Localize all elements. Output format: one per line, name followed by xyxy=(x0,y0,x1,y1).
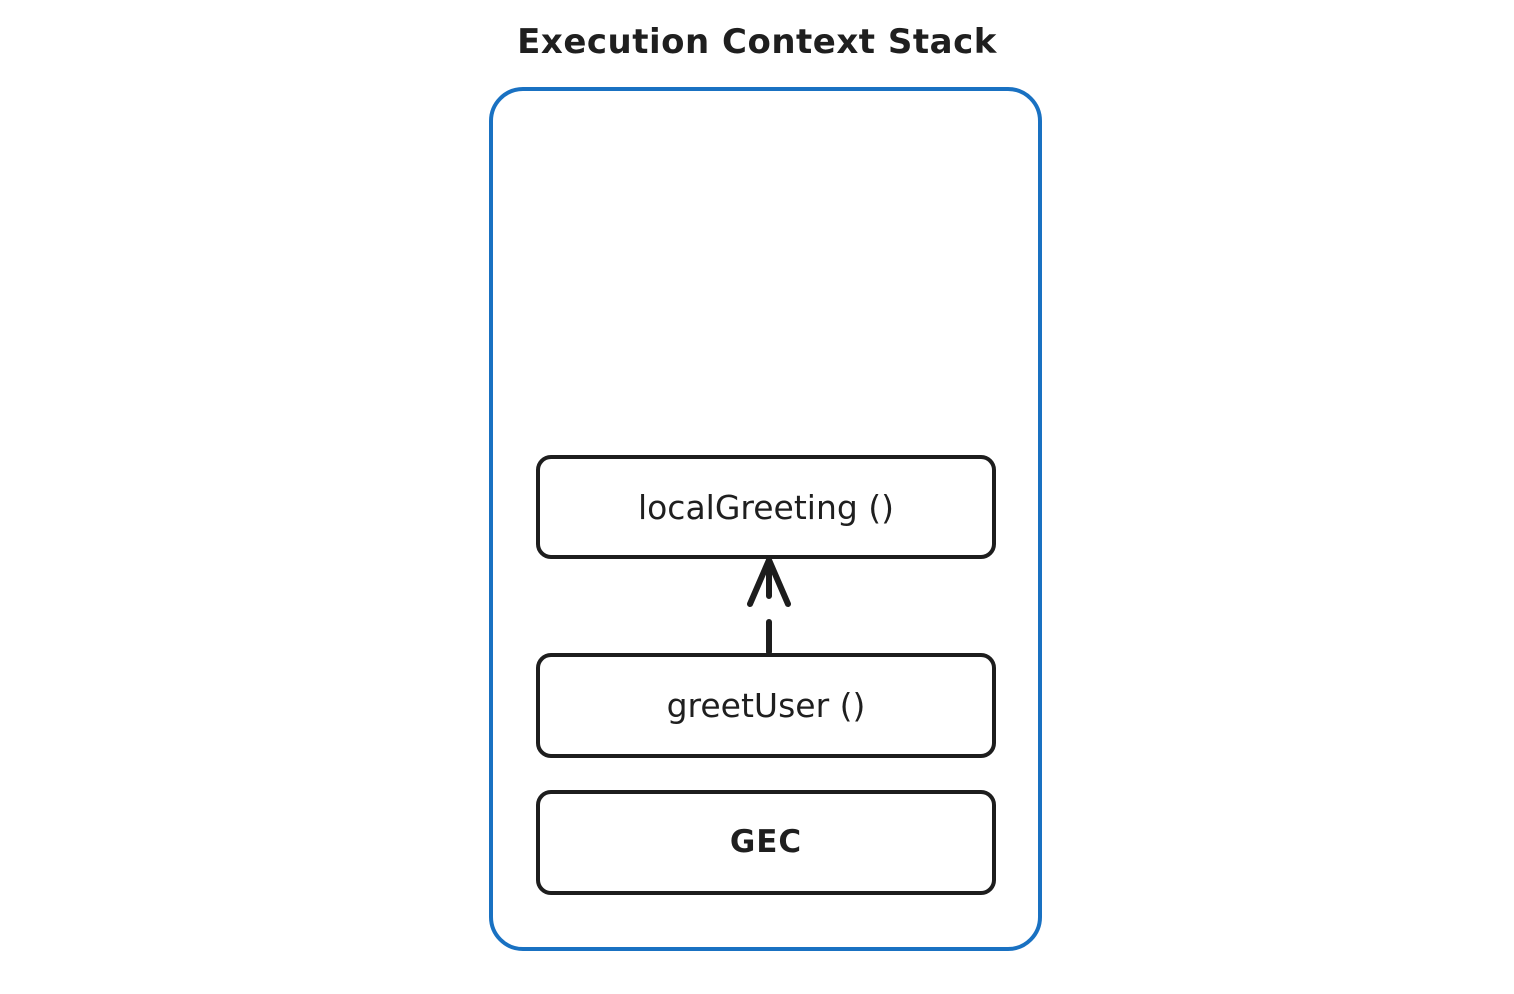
call-arrow-greet-user-to-local-greeting xyxy=(733,552,805,656)
execution-context-stack-container xyxy=(489,87,1042,951)
stack-frame-label: greetUser () xyxy=(666,686,866,725)
page-title: Execution Context Stack xyxy=(517,22,997,62)
stack-frame-local-greeting: localGreeting () xyxy=(536,455,996,559)
stack-frame-label: localGreeting () xyxy=(637,487,895,527)
stack-frame-label: GEC xyxy=(729,824,803,860)
stack-frame-gec: GEC xyxy=(536,790,996,895)
stack-frame-greet-user: greetUser () xyxy=(536,653,996,758)
